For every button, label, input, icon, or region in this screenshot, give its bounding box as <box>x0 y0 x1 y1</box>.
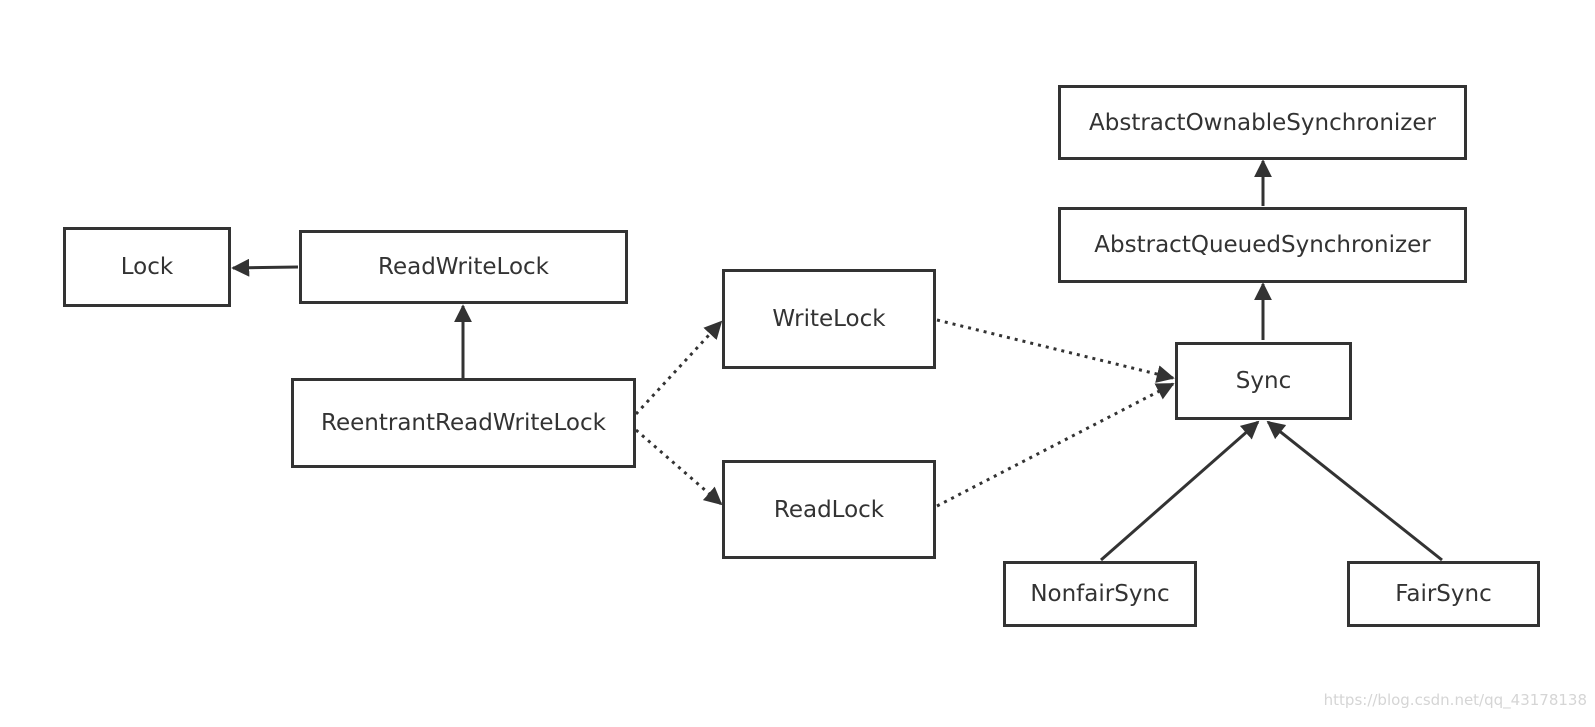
edge-reentrant-to-writelock <box>634 320 723 416</box>
node-readlock: ReadLock <box>722 460 936 559</box>
node-sync: Sync <box>1175 342 1352 420</box>
edge-writelock-to-sync <box>936 318 1175 383</box>
node-abstractqueuedsynchronizer: AbstractQueuedSynchronizer <box>1058 207 1467 283</box>
node-abstractownablesynchronizer: AbstractOwnableSynchronizer <box>1058 85 1467 160</box>
edge-nonfairsync-to-sync <box>1100 420 1260 562</box>
edge-fairsync-to-sync <box>1266 420 1443 562</box>
edge-readwritelock-to-lock <box>231 258 299 277</box>
node-lock: Lock <box>63 227 231 307</box>
edge-reentrant-to-readlock <box>635 428 723 506</box>
edge-readlock-to-sync <box>936 382 1175 508</box>
node-nonfairsync: NonfairSync <box>1003 561 1197 627</box>
node-fairsync: FairSync <box>1347 561 1540 627</box>
node-readwritelock: ReadWriteLock <box>299 230 628 304</box>
watermark-url: https://blog.csdn.net/qq_43178138 <box>1323 691 1587 709</box>
node-reentrantreadwritelock: ReentrantReadWriteLock <box>291 378 636 468</box>
node-writelock: WriteLock <box>722 269 936 369</box>
